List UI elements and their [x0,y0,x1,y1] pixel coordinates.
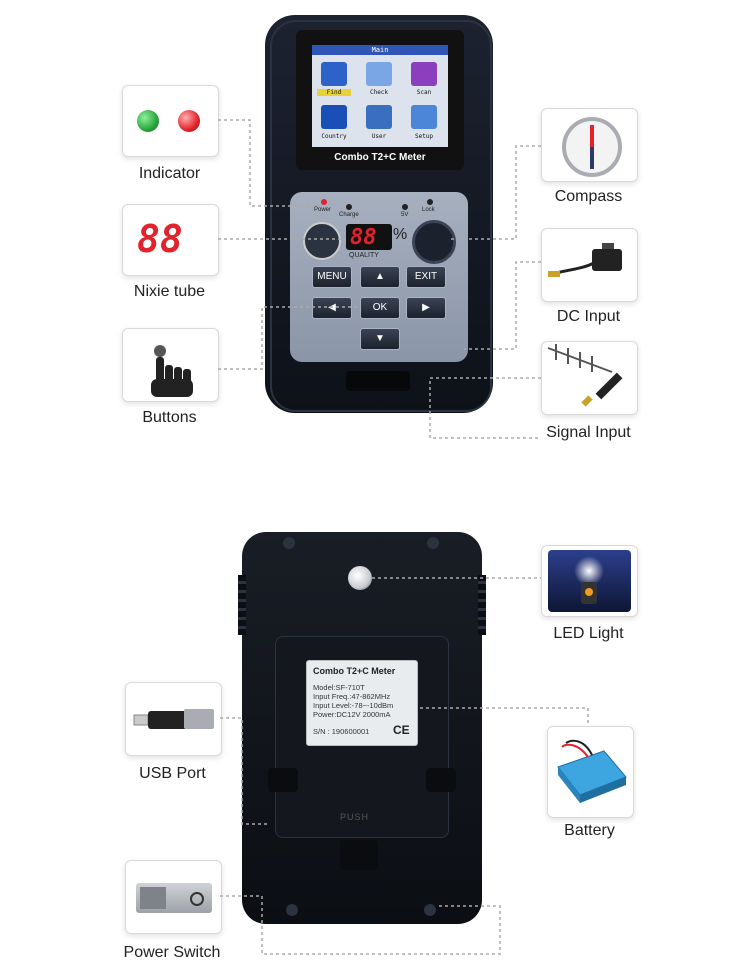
quality-caption: QUALITY [349,252,379,259]
nixie-callout-digits: 88 [137,217,183,261]
usb-port-callout-box [125,682,222,756]
led-light-label: LED Light [553,625,624,642]
ok-button[interactable]: OK [360,297,400,319]
green-led-icon [137,110,159,132]
exit-button[interactable]: EXIT [406,266,446,288]
back-device-grips [238,575,246,635]
nixie-callout-box: 88 [122,204,219,276]
charge-led [346,204,352,210]
antenna-icon [547,344,623,407]
usb-port-label: USB Port [139,765,206,782]
signal-knob [303,222,341,260]
compass-icon [562,117,622,177]
app-label-country: Country [321,133,347,140]
led-light-lens [348,566,372,590]
info-plate: Combo T2+C Meter Model:SF-710T Input Fre… [306,660,418,746]
screw-top-left [283,537,295,549]
up-arrow-button[interactable]: ▲ [360,266,400,288]
lcd-title: Main [312,45,448,55]
compass-callout-box [541,108,638,182]
ce-mark: CE [393,723,410,737]
signal-input-callout-box [541,341,638,415]
indicator-callout-box [122,85,219,157]
5v-led-label: 5V [401,212,409,218]
battery-callout-box [547,726,634,818]
plate-title: Combo T2+C Meter [313,666,396,676]
compass-dial [412,220,456,264]
led-light-callout-box [541,545,638,617]
compass-label: Compass [554,188,623,205]
check-app-icon[interactable] [366,62,392,86]
country-app-icon[interactable] [321,105,347,129]
front-device-rubber-edge [270,20,492,412]
plate-serial: S/N : 190600001 [313,727,370,736]
screw-top-right [427,537,439,549]
plate-line-level: Input Level:-78~-10dBm [313,701,394,710]
plate-line-power: Power:DC12V 2000mA [313,710,391,719]
dc-input-callout-box [541,228,638,302]
charge-led-label: Charge [339,212,359,218]
app-label-user: User [371,133,387,140]
push-label: PUSH [340,812,370,822]
screw-bottom-right [424,904,436,916]
front-bottom-slot [346,371,410,391]
menu-button[interactable]: MENU [312,266,352,288]
right-arrow-button[interactable]: ▶ [406,297,446,319]
nixie-display: 88 [346,224,392,250]
app-label-scan: Scan [416,89,432,96]
buttons-label: Buttons [142,409,197,426]
signal-input-label: Signal Input [546,424,631,441]
lock-led [427,199,433,205]
setup-app-icon[interactable] [411,105,437,129]
usb-stick-icon [133,709,214,729]
power-switch-label: Power Switch [123,944,221,961]
find-app-icon[interactable] [321,62,347,86]
power-adapter-icon [548,243,622,277]
back-foot-right [426,768,456,792]
flashlight-icon [548,550,631,612]
app-label-find: Find [317,89,351,96]
back-foot-left [268,768,298,792]
nixie-digits: 88 [350,225,377,250]
rocker-switch-icon [136,883,212,913]
nixie-unit: % [393,226,408,243]
hand-pointer-icon [151,345,193,397]
plate-line-model: Model:SF-710T [313,683,365,692]
scan-app-icon[interactable] [411,62,437,86]
user-app-icon[interactable] [366,105,392,129]
front-lcd: Main Find Check Scan Country User Setup [312,45,448,147]
latch-tab[interactable] [340,840,378,870]
dc-input-label: DC Input [556,308,621,325]
lock-led-label: Lock [422,207,435,213]
battery-pack-icon [557,739,627,803]
indicator-label: Indicator [138,165,201,182]
battery-label: Battery [564,822,615,839]
down-arrow-button[interactable]: ▼ [360,328,400,350]
app-label-check: Check [369,89,389,96]
back-device-grips-right [478,575,486,635]
plate-line-freq: Input Freq.:47-862MHz [313,692,391,701]
5v-led [402,204,408,210]
buttons-callout-box [122,328,219,402]
app-label-setup: Setup [414,133,434,140]
front-model-label: Combo T2+C Meter [334,152,426,163]
power-switch-callout-box [125,860,222,934]
power-led-label: Power [314,207,332,213]
red-led-icon [178,110,200,132]
power-led [321,199,327,205]
nixie-label: Nixie tube [133,283,206,300]
screw-bottom-left [286,904,298,916]
